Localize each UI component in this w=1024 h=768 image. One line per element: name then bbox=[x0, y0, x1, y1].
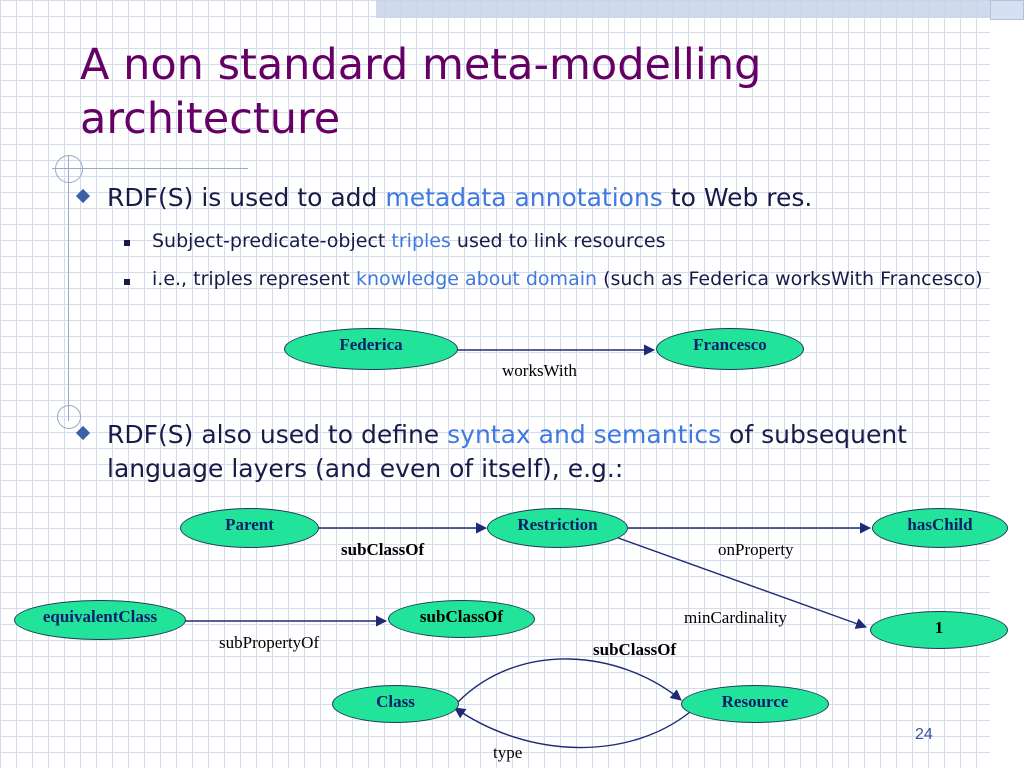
node-subclassof: subClassOf bbox=[388, 600, 535, 638]
bullet-1: RDF(S) is used to add metadata annotatio… bbox=[107, 181, 812, 215]
node-resource: Resource bbox=[681, 685, 829, 723]
top-decoration-band bbox=[376, 0, 1024, 18]
node-restriction: Restriction bbox=[487, 508, 628, 548]
sub-bullet-square-icon bbox=[124, 240, 130, 246]
slide-title: A non standard meta-modelling architectu… bbox=[80, 40, 762, 144]
bullet-1-text: RDF(S) is used to add bbox=[107, 183, 386, 212]
edge-restriction-one bbox=[609, 534, 868, 629]
sub-bullet-2-text-end: (such as Federica worksWith Francesco) bbox=[597, 268, 983, 290]
label-type: type bbox=[493, 743, 523, 762]
node-haschild: hasChild bbox=[872, 508, 1008, 548]
bullet-2-text-end: of subsequent language layers (and even … bbox=[107, 420, 907, 483]
sub-bullet-2-text: i.e., triples represent bbox=[152, 268, 356, 290]
label-subclassof: subClassOf bbox=[341, 540, 425, 559]
node-equivalentclass: equivalentClass bbox=[14, 600, 186, 640]
sub-bullet-square-icon bbox=[124, 279, 130, 285]
sub-bullet-1: Subject-predicate-object triples used to… bbox=[152, 228, 665, 254]
bullet-2-highlight: syntax and semantics bbox=[447, 420, 722, 449]
page-number: 24 bbox=[915, 726, 933, 743]
decoration-circle-small bbox=[57, 405, 81, 429]
label-mincardinality: minCardinality bbox=[684, 608, 787, 627]
bullet-1-highlight: metadata annotations bbox=[385, 183, 663, 212]
node-francesco: Francesco bbox=[656, 328, 804, 370]
decoration-vertical-line bbox=[68, 156, 69, 421]
decoration-circle bbox=[55, 155, 83, 183]
label-workswith: worksWith bbox=[502, 361, 577, 380]
sub-bullet-1-text-end: used to link resources bbox=[450, 230, 666, 252]
label-subclassof-class: subClassOf bbox=[593, 640, 677, 659]
bullet-2-text: RDF(S) also used to define bbox=[107, 420, 448, 449]
bullet-2: RDF(S) also used to define syntax and se… bbox=[107, 418, 937, 486]
node-one: 1 bbox=[870, 611, 1008, 649]
edge-resource-class bbox=[454, 707, 691, 749]
label-subpropertyof: subPropertyOf bbox=[219, 633, 320, 652]
sub-bullet-2-highlight: knowledge about domain bbox=[355, 268, 598, 290]
sub-bullet-1-highlight: triples bbox=[391, 230, 451, 252]
bullet-1-text-end: to Web res. bbox=[662, 183, 813, 212]
node-class: Class bbox=[332, 685, 459, 723]
sub-bullet-2: i.e., triples represent knowledge about … bbox=[152, 266, 1022, 292]
decoration-horizontal-line bbox=[52, 168, 248, 169]
node-parent: Parent bbox=[180, 508, 319, 548]
edge-class-resource bbox=[457, 658, 682, 703]
label-onproperty: onProperty bbox=[718, 540, 794, 559]
node-federica: Federica bbox=[284, 328, 458, 370]
sub-bullet-1-text: Subject-predicate-object bbox=[152, 230, 392, 252]
